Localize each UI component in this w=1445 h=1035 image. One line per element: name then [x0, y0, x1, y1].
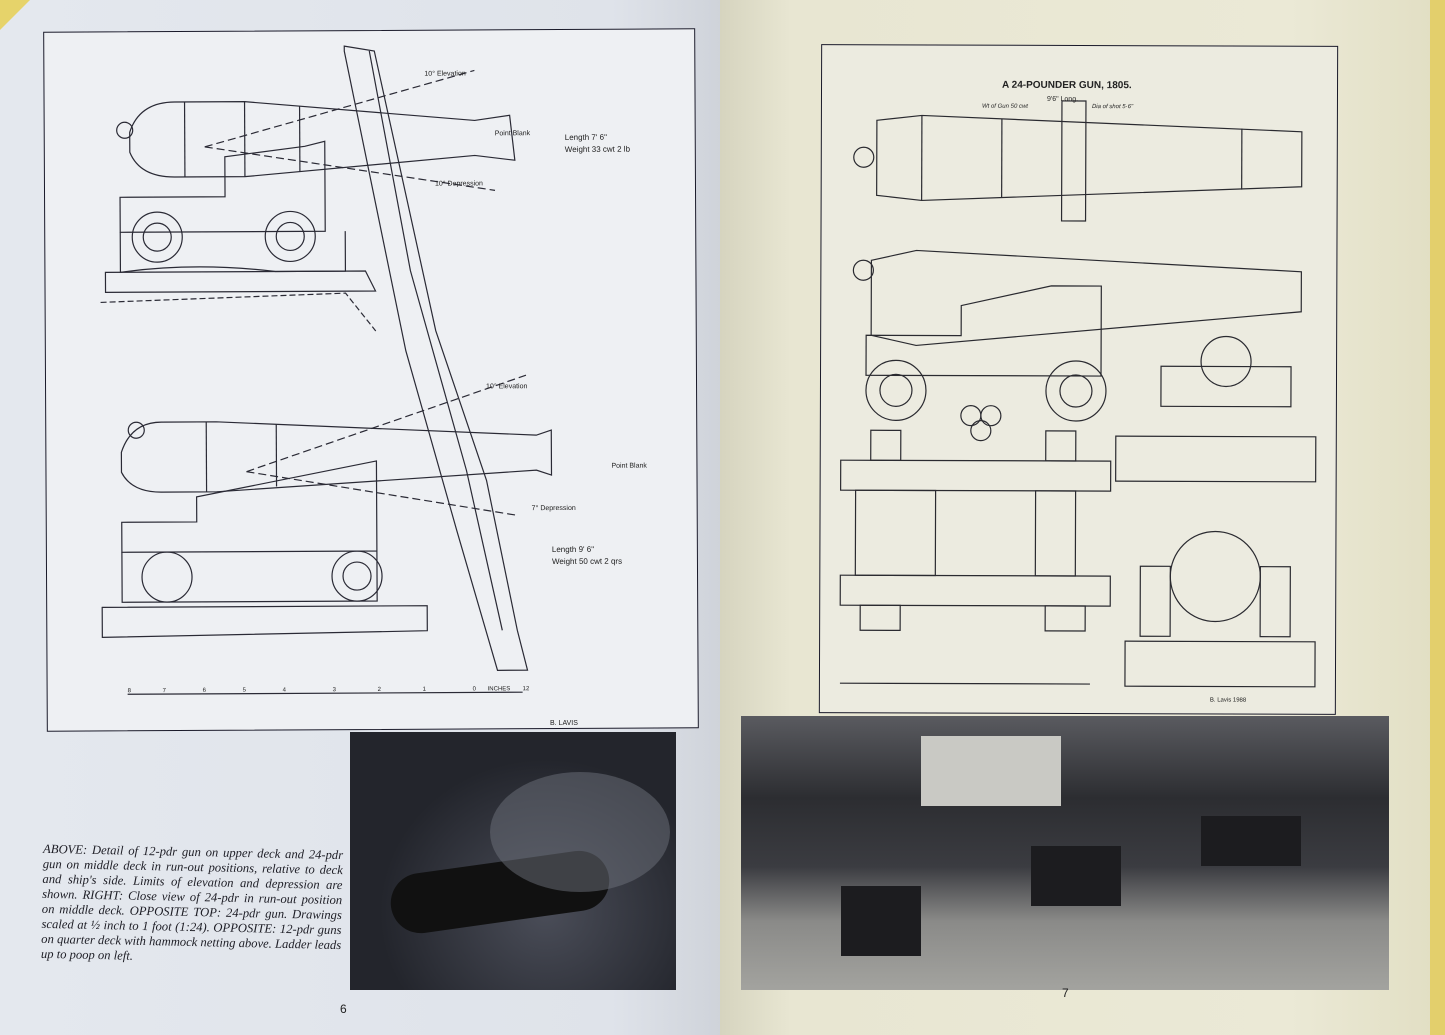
page-edge [1430, 0, 1445, 1035]
left-drawing-signature: B. LAVIS [550, 720, 578, 727]
quarter-deck-photo [741, 716, 1389, 990]
24-pounder-drawing: A 24-POUNDER GUN, 1805. 9'6" Long. Wt of… [818, 44, 1339, 715]
gun-deck-drawing: 10° Elevation Point Blank 10° Depression… [43, 28, 699, 732]
page-corner [0, 0, 30, 30]
page-number-left: 6 [340, 1002, 347, 1016]
gun-closeup-photo [350, 732, 676, 990]
figure-caption: ABOVE: Detail of 12-pdr gun on upper dec… [40, 841, 344, 963]
page-number-right: 7 [1062, 986, 1069, 1000]
